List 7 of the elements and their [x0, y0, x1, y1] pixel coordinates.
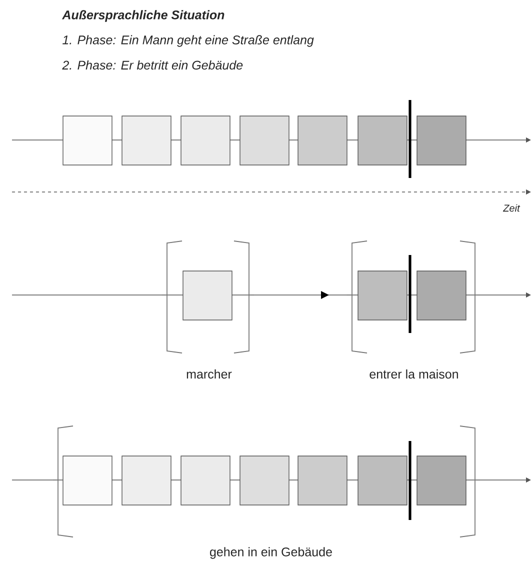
- axis-label: Zeit: [502, 204, 520, 212]
- phase-description: 1. Phase: Ein Mann geht eine Straße entlang: [62, 35, 314, 47]
- heading: Außersprachliche Situation: [62, 10, 224, 22]
- group-label: gehen in ein Gebäude: [210, 547, 332, 559]
- group-label: entrer la maison: [370, 369, 458, 379]
- group-label: marcher: [186, 369, 232, 379]
- phase-description: 2. Phase: Er betritt ein Gebäude: [62, 60, 243, 70]
